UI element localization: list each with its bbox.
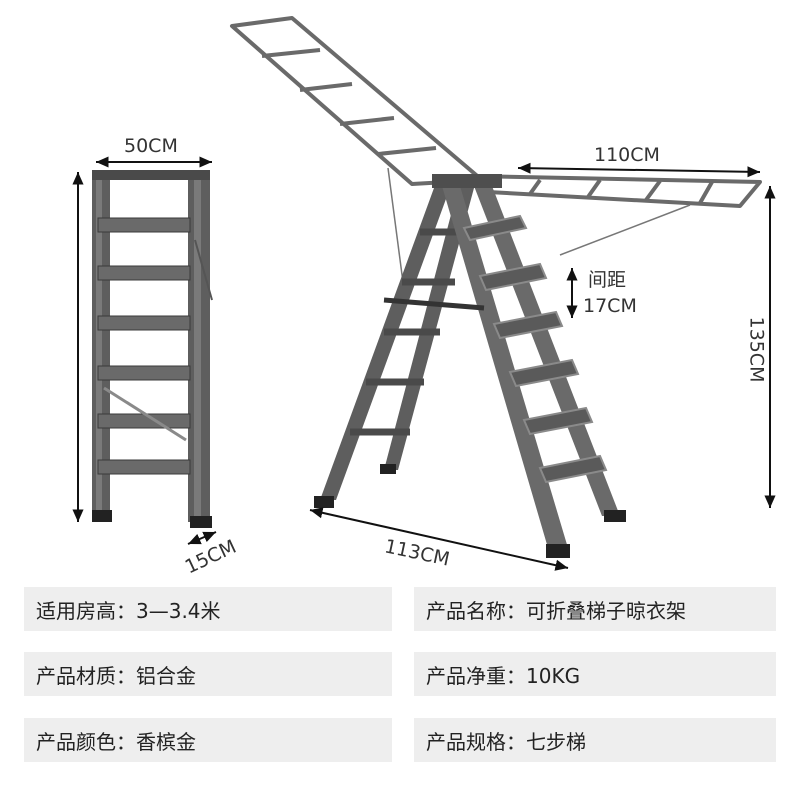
drying-rack-left-wing [230,16,484,186]
spacing-value-label: 17CM [583,295,637,317]
folded-depth-dimension [187,531,217,545]
folded-width-label: 50CM [124,135,178,157]
product-illustration [72,16,776,571]
spacing-label: 间距 [588,269,627,291]
folded-ladder [92,170,213,528]
rack-width-dimension [517,162,761,178]
base-width-dimension [309,507,569,571]
spec-net-weight: 产品净重：10KG [414,652,776,696]
ladder-top-platform [432,174,502,188]
spec-material: 产品材质：铝合金 [24,652,392,696]
height-label: 135CM [745,316,768,383]
support-wire [387,167,405,291]
spec-model: 产品规格：七步梯 [414,718,776,762]
ladder-back-leg [314,188,474,508]
drying-rack-right-wing [468,174,762,208]
spec-color: 产品颜色：香槟金 [24,718,392,762]
spec-product-name: 产品名称：可折叠梯子晾衣架 [414,587,776,631]
rack-width-label: 110CM [594,144,660,166]
cross-brace [383,297,485,311]
spec-room-height: 适用房高：3—3.4米 [24,587,392,631]
ladder-front-leg [442,186,626,558]
support-wire [559,204,691,256]
